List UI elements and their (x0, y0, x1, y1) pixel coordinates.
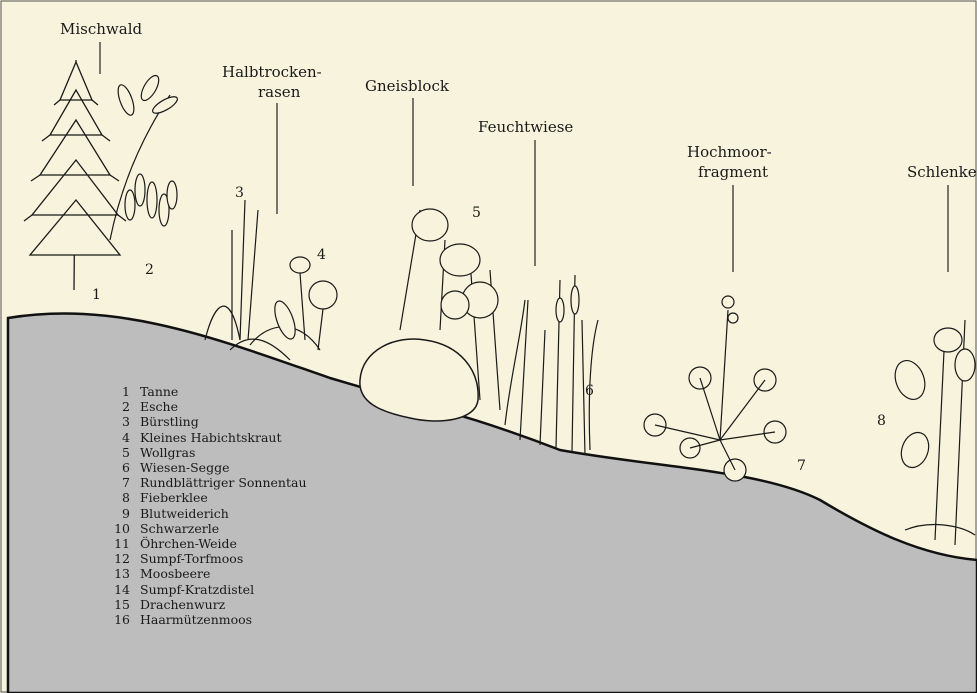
plant-number: 5 (472, 205, 481, 221)
legend-number: 9 (100, 506, 140, 521)
legend-number: 11 (100, 536, 140, 551)
legend-species-name: Rundblättriger Sonnentau (140, 475, 307, 490)
plant-number: 7 (797, 458, 806, 474)
legend-number: 10 (100, 521, 140, 536)
plant-number: 2 (145, 262, 154, 278)
label-halbtrockenrasen-2: rasen (258, 83, 300, 101)
ash-branch-illustration (110, 73, 180, 240)
label-halbtrockenrasen-1: Halbtrocken- (222, 63, 322, 81)
legend-species-name: Drachenwurz (140, 597, 225, 612)
legend-species-name: Öhrchen-Weide (140, 536, 237, 551)
legend-number: 2 (100, 399, 140, 414)
legend-species-name: Sumpf-Kratzdistel (140, 582, 254, 597)
legend-species-name: Tanne (140, 384, 178, 399)
legend-number: 16 (100, 612, 140, 627)
legend-species-name: Fieberklee (140, 490, 208, 505)
legend-number: 15 (100, 597, 140, 612)
legend-number: 4 (100, 430, 140, 445)
legend-species-name: Moosbeere (140, 566, 210, 581)
plant-number: 3 (235, 185, 244, 201)
label-schlenke: Schlenke (907, 163, 977, 181)
fir-tree-illustration (24, 60, 126, 290)
label-hochmoorfragment-2: fragment (698, 163, 768, 181)
legend-number: 8 (100, 490, 140, 505)
legend-number: 13 (100, 566, 140, 581)
plant-number: 6 (585, 383, 594, 399)
legend-species-name: Wollgras (140, 445, 195, 460)
legend-species-name: Haarmützenmoos (140, 612, 252, 627)
label-gneisblock: Gneisblock (365, 77, 449, 95)
plant-number: 8 (877, 413, 886, 429)
label-hochmoorfragment-1: Hochmoor- (687, 143, 772, 161)
legend-species-name: Blutweiderich (140, 506, 229, 521)
bogbean-illustration (890, 320, 975, 545)
plant-number: 1 (92, 287, 101, 303)
legend-number: 1 (100, 384, 140, 399)
legend-species-name: Sumpf-Torfmoos (140, 551, 243, 566)
legend-species-name: Wiesen-Segge (140, 460, 229, 475)
label-feuchtwiese: Feuchtwiese (478, 118, 573, 136)
sundew-illustration (644, 296, 786, 481)
legend-species-name: Kleines Habichtskraut (140, 430, 282, 445)
legend-number: 12 (100, 551, 140, 566)
sedge-illustration (505, 275, 598, 455)
legend-species-name: Schwarzerle (140, 521, 219, 536)
label-mischwald: Mischwald (60, 20, 142, 38)
legend-number: 3 (100, 414, 140, 429)
legend-number: 6 (100, 460, 140, 475)
plant-number: 4 (317, 247, 326, 263)
legend-species-name: Bürstling (140, 414, 199, 429)
legend-species-name: Esche (140, 399, 178, 414)
legend-number: 7 (100, 475, 140, 490)
legend-number: 5 (100, 445, 140, 460)
grass-and-hawkweed-illustration (205, 200, 337, 360)
legend-number: 14 (100, 582, 140, 597)
